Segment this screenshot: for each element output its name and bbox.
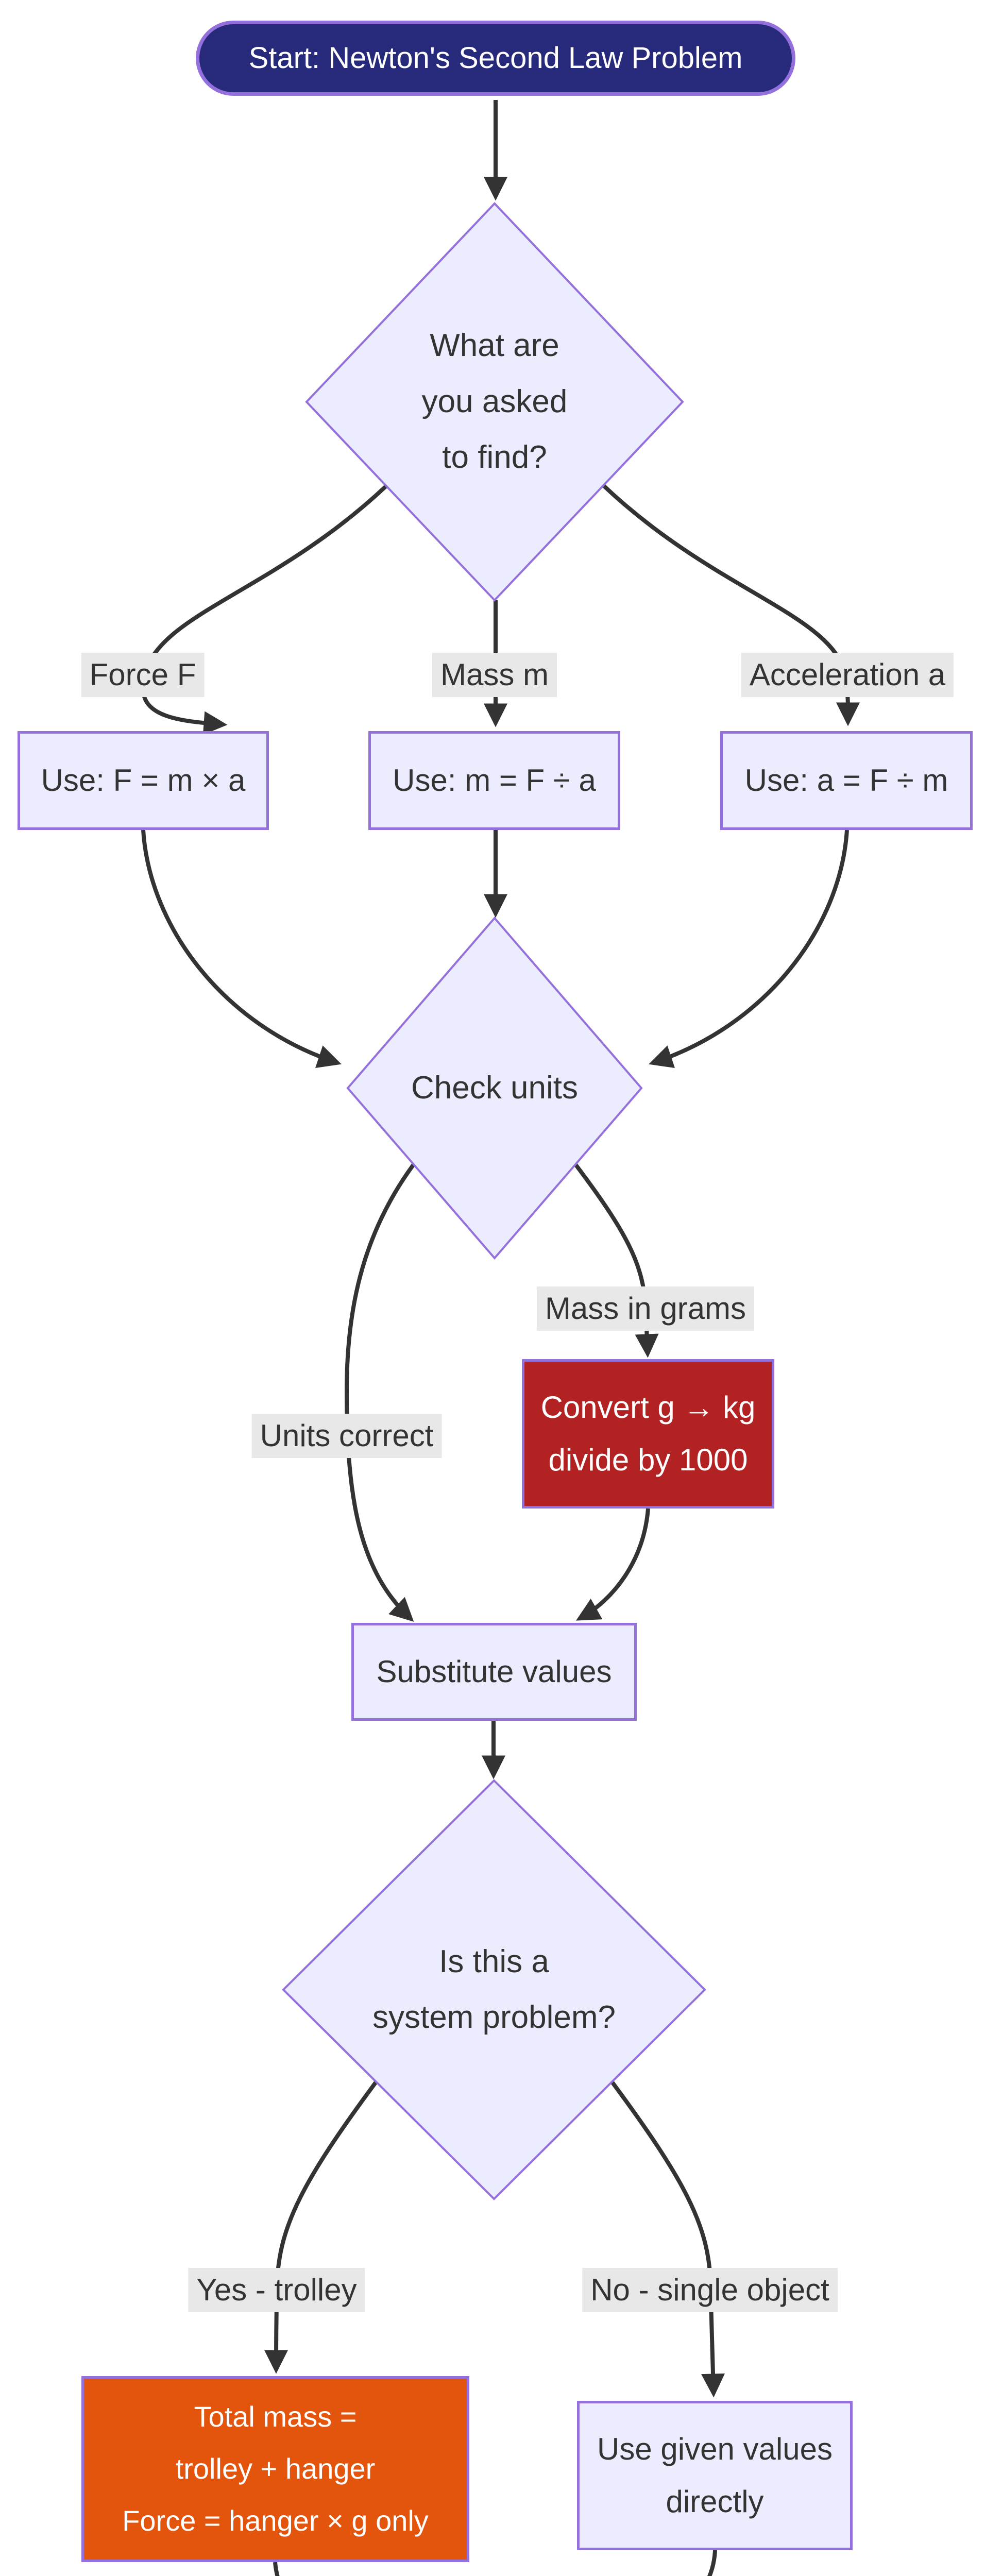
edge-no-to-calculate: [707, 2550, 717, 2576]
system-yes-line: Total mass =: [194, 2400, 357, 2433]
check-units-label: Check units: [411, 1070, 578, 1106]
edge-system-to-yes: [264, 2080, 378, 2374]
substitute-node: Substitute values: [351, 1623, 637, 1721]
system-decision-line: Is this a: [439, 1943, 549, 1979]
system-decision-line: system problem?: [372, 1999, 616, 2035]
edge-find-to-use-accel: [602, 484, 860, 726]
system-yes-line: trolley + hanger: [175, 2452, 376, 2485]
start-node-label: Start: Newton's Second Law Problem: [248, 41, 743, 75]
system-decision-shape: [282, 1779, 706, 2200]
edge-check-to-substitute: [344, 1163, 416, 1622]
system-decision-diamond: Is this a system problem?: [288, 1934, 700, 2045]
find-decision-line: to find?: [442, 439, 547, 476]
use-force-node: Use: F = m × a: [18, 731, 269, 830]
edge-label-force: Force F: [81, 653, 205, 697]
convert-grams-line: divide by 1000: [548, 1443, 748, 1477]
use-force-label: Use: F = m × a: [41, 763, 246, 798]
edge-label-correct: Units correct: [251, 1414, 442, 1458]
edge-label-yes: Yes - trolley: [188, 2268, 365, 2312]
system-no-node: Use given values directly: [577, 2401, 853, 2550]
edge-label-mass: Mass m: [432, 653, 557, 697]
system-no-line: directly: [666, 2484, 764, 2519]
use-accel-label: Use: a = F ÷ m: [744, 763, 948, 798]
edge-convert-to-substitute: [575, 1508, 650, 1621]
system-yes-node: Total mass = trolley + hanger Force = ha…: [81, 2376, 469, 2562]
check-units-diamond: Check units: [340, 1066, 649, 1110]
find-decision-line: you asked: [421, 383, 568, 419]
check-units-shape: [346, 916, 643, 1260]
find-decision-shape: [305, 202, 684, 602]
find-decision-line: What are: [430, 328, 559, 364]
use-accel-node: Use: a = F ÷ m: [720, 731, 973, 830]
system-yes-line: Force = hanger × g only: [122, 2504, 429, 2537]
use-mass-label: Use: m = F ÷ a: [393, 763, 596, 798]
system-no-line: Use given values: [597, 2432, 833, 2466]
convert-grams-line: Convert g → kg: [540, 1390, 756, 1425]
use-mass-node: Use: m = F ÷ a: [368, 731, 620, 830]
convert-grams-node: Convert g → kg divide by 1000: [522, 1359, 774, 1509]
edge-label-accel: Acceleration a: [741, 653, 954, 697]
edge-use-force-to-check: [141, 829, 342, 1068]
find-decision-diamond: What are you asked to find?: [314, 309, 675, 495]
substitute-label: Substitute values: [376, 1654, 612, 1689]
edge-yes-to-calculate: [273, 2562, 280, 2576]
start-node: Start: Newton's Second Law Problem: [196, 21, 795, 96]
edge-use-accel-to-check: [649, 829, 849, 1068]
edge-label-grams: Mass in grams: [536, 1286, 755, 1331]
edge-label-no: No - single object: [582, 2268, 838, 2312]
edge-system-to-no: [610, 2080, 725, 2398]
edge-find-to-use-force: [141, 484, 388, 735]
